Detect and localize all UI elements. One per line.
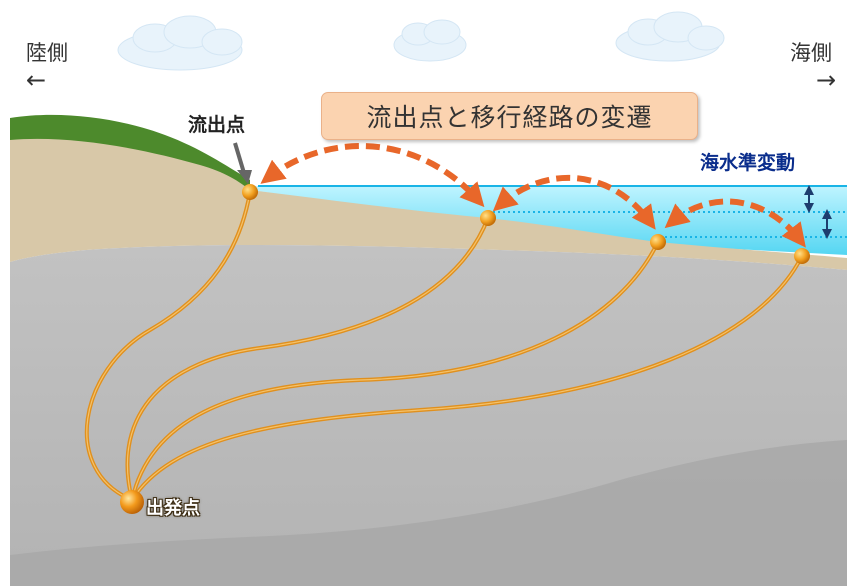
cloud-icon: [393, 19, 467, 62]
land-side-label: 陸側: [26, 41, 68, 65]
outflow-point-label: 流出点: [188, 114, 246, 136]
curved-double-arrow-icon: [492, 174, 656, 230]
outflow-node: [242, 184, 258, 200]
start-node: [120, 490, 144, 514]
cloud-icon: [615, 11, 725, 62]
cloud-icon: [117, 15, 243, 71]
title-box: 流出点と移行経路の変遷: [321, 92, 698, 140]
bedrock-lower: [10, 440, 847, 586]
outflow-node: [480, 210, 496, 226]
outflow-node: [650, 234, 666, 250]
sea-side-label: 海側: [790, 41, 832, 65]
start-point-label: 出発点: [146, 498, 200, 519]
pointer-arrow-icon: [233, 142, 252, 184]
land-arrow-icon: ←: [26, 66, 47, 94]
sand-layer: [10, 138, 847, 270]
sea-arrow-icon: →: [816, 66, 837, 94]
diagram-title: 流出点と移行経路の変遷: [366, 103, 653, 132]
outflow-node: [794, 248, 810, 264]
curved-double-arrow-icon: [260, 143, 485, 208]
curved-double-arrow-icon: [664, 198, 806, 248]
sea-level-change-label: 海水準変動: [700, 152, 796, 174]
